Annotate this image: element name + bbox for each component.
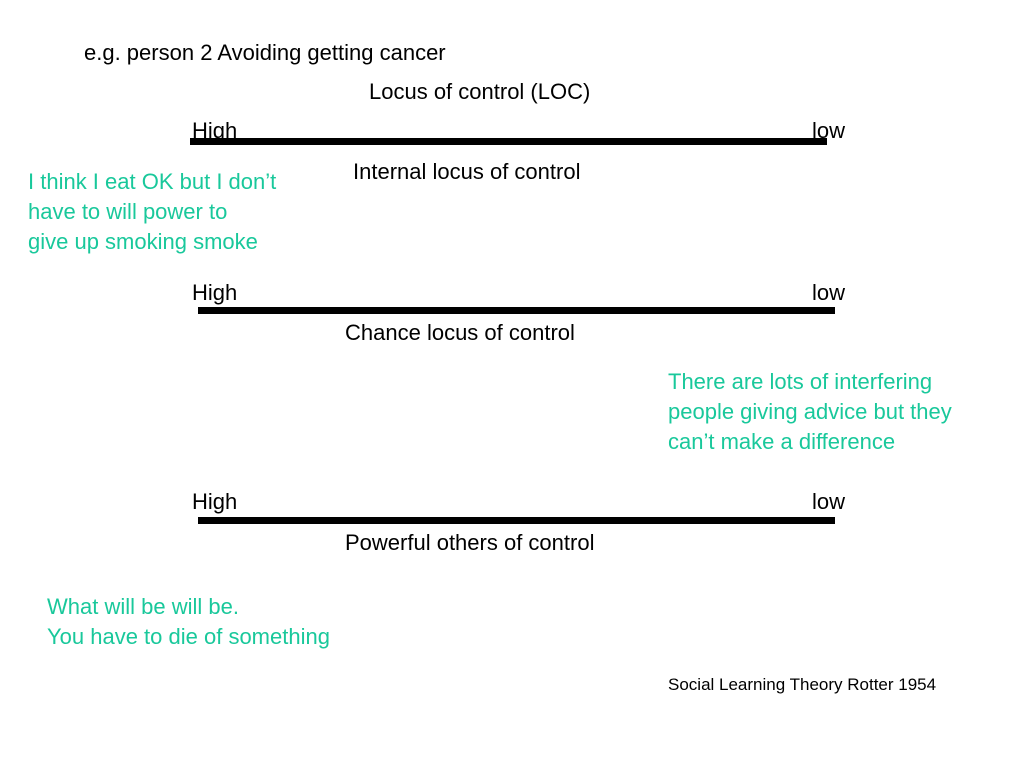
quote-line: have to will power to xyxy=(28,199,228,224)
citation: Social Learning Theory Rotter 1954 xyxy=(668,675,937,694)
scale-name: Chance locus of control xyxy=(345,320,575,345)
scale-high-label: High xyxy=(192,489,238,514)
quote-line: There are lots of interfering xyxy=(668,369,933,394)
quote-internal: I think I eat OK but I don’t have to wil… xyxy=(28,167,276,257)
slide-title: Locus of control (LOC) xyxy=(369,79,591,104)
scale-name: Internal locus of control xyxy=(353,159,581,184)
scale-high-label: High xyxy=(192,280,238,305)
quote-line: can’t make a difference xyxy=(668,429,896,454)
quote-line: You have to die of something xyxy=(47,624,330,649)
quote-chance: There are lots of interfering people giv… xyxy=(668,367,952,457)
quote-line: I think I eat OK but I don’t xyxy=(28,169,277,194)
quote-line: What will be will be. xyxy=(47,594,239,619)
scale-low-label: low xyxy=(812,489,846,514)
scale-bar xyxy=(198,307,835,314)
slide-header: e.g. person 2 Avoiding getting cancer xyxy=(84,40,446,65)
scale-bar xyxy=(198,517,835,524)
scale-name: Powerful others of control xyxy=(345,530,595,555)
quote-powerful-others: What will be will be. You have to die of… xyxy=(47,592,330,652)
quote-line: people giving advice but they xyxy=(668,399,952,424)
quote-line: give up smoking smoke xyxy=(28,229,258,254)
scale-bar xyxy=(190,138,827,145)
scale-low-label: low xyxy=(812,280,846,305)
